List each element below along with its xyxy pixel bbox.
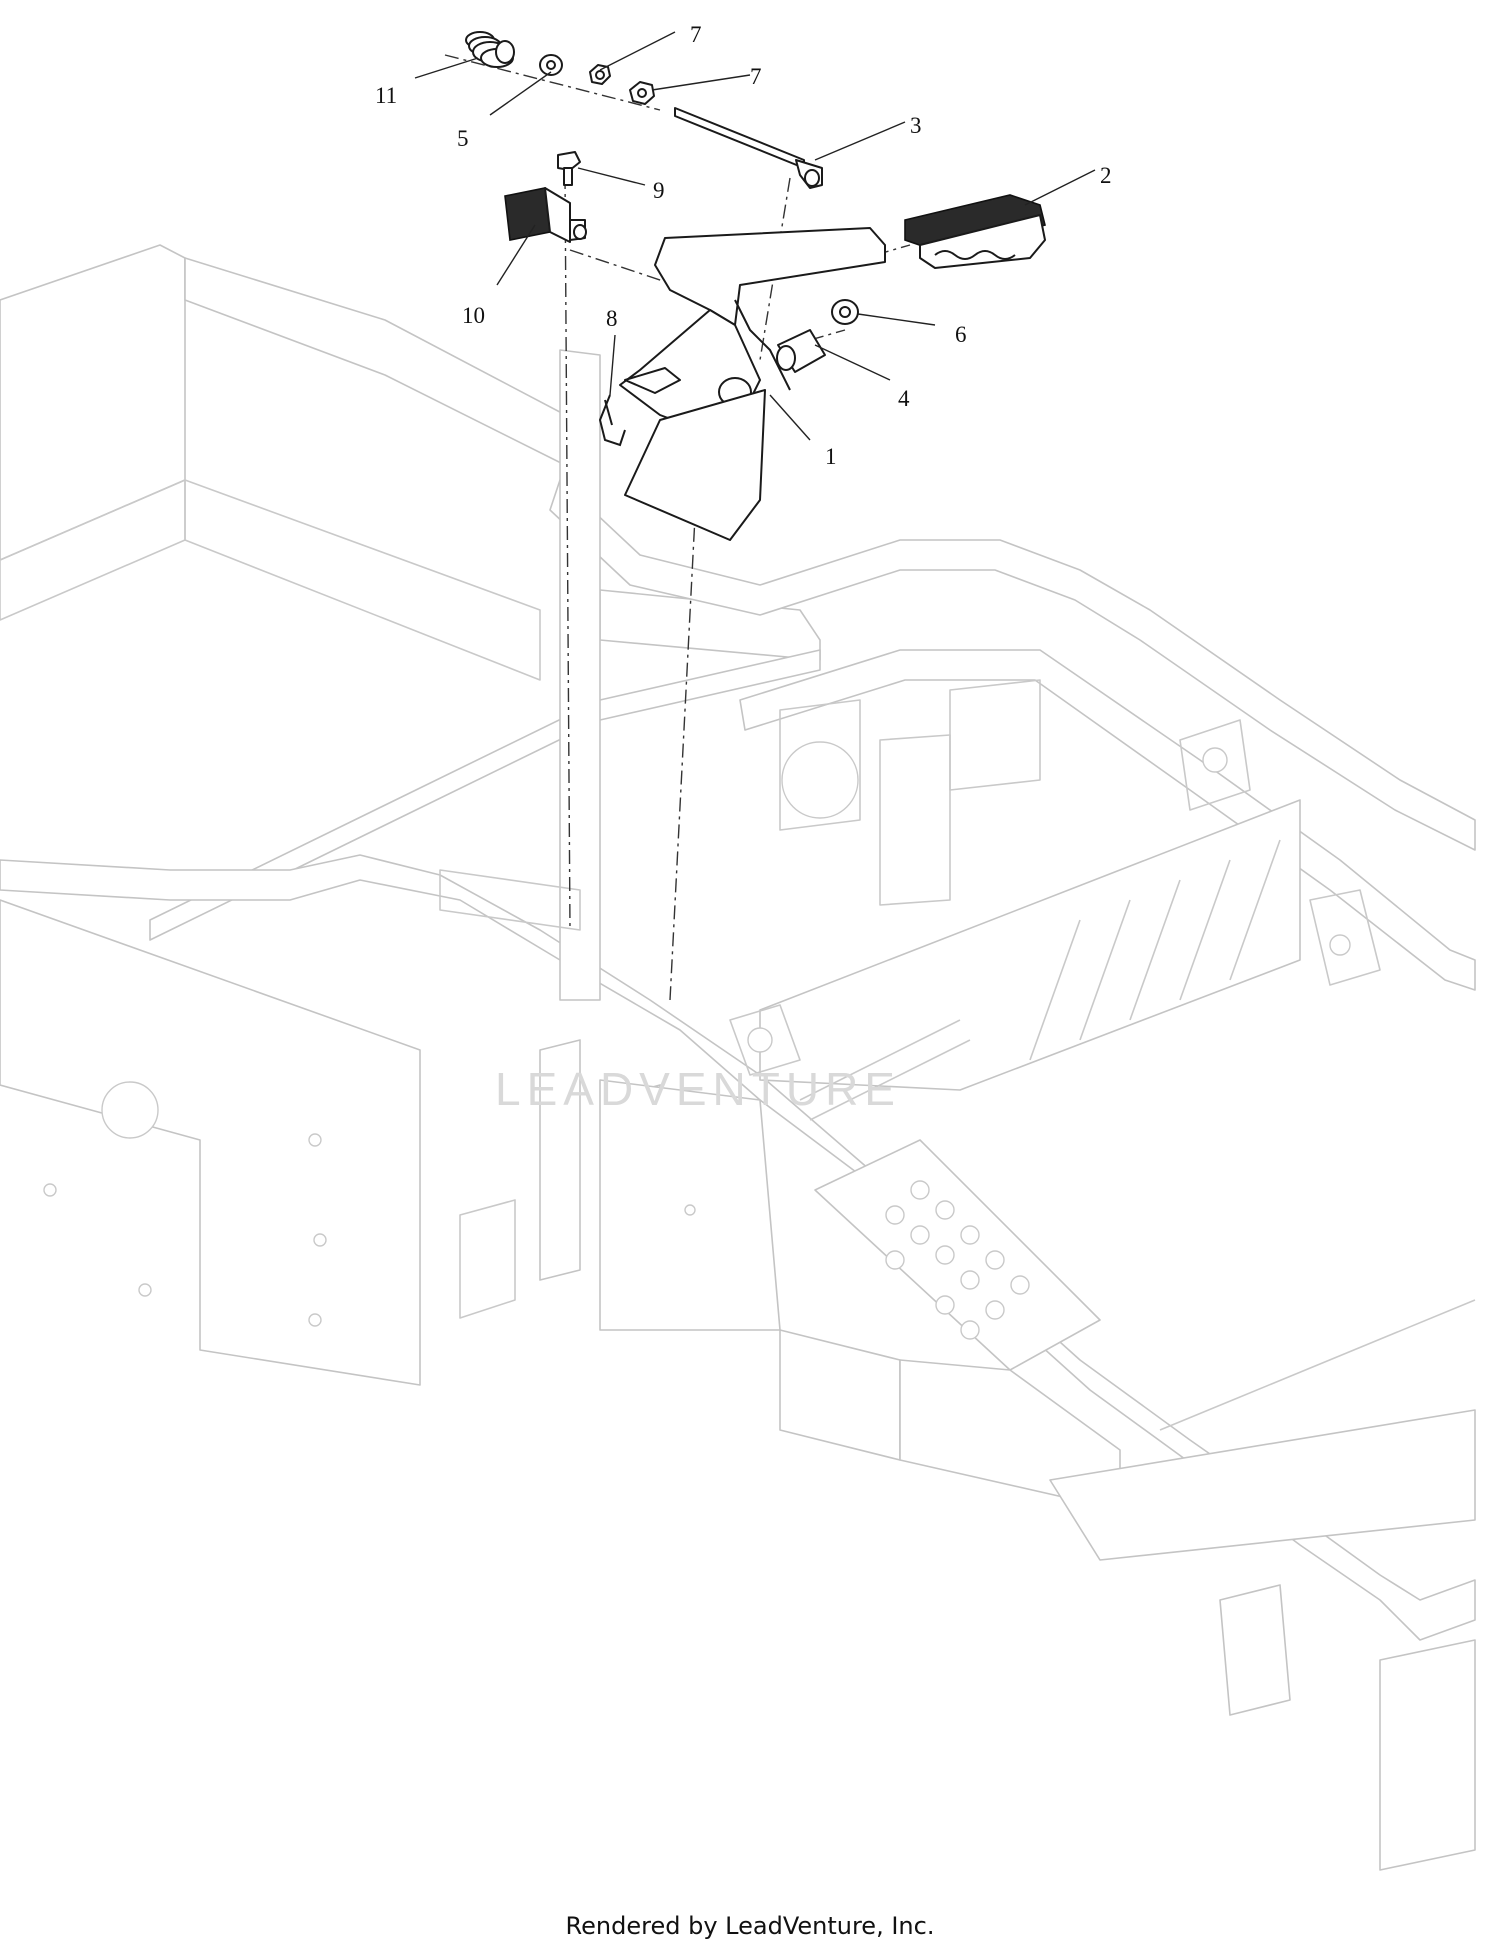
part-11-sensor <box>504 187 587 243</box>
part-8-hairpin <box>598 394 626 447</box>
callout-7b: 7 <box>750 64 762 89</box>
callout-10: 11 <box>375 83 397 108</box>
part-2-pedal-pad <box>904 194 1046 269</box>
part-7-nut-b <box>629 81 655 105</box>
part-9-bolt <box>557 151 581 186</box>
callout-labels: 11 5 7 7 3 2 9 10 8 6 4 1 <box>375 22 1112 469</box>
callout-3: 3 <box>910 113 922 138</box>
part-6-spacer <box>831 299 859 325</box>
callout-1: 1 <box>825 444 837 469</box>
callout-4: 4 <box>898 386 910 411</box>
callout-2: 2 <box>1100 163 1112 188</box>
callout-5: 5 <box>457 126 469 151</box>
part-7-nut-a <box>589 64 611 85</box>
watermark-text: LEADVENTURE <box>495 1063 901 1115</box>
callout-leaders <box>414 31 1096 441</box>
chassis-frame: LEADVENTURE <box>0 244 1476 1871</box>
callout-8: 8 <box>606 306 618 331</box>
callout-6: 6 <box>955 322 967 347</box>
render-credit: Rendered by LeadVenture, Inc. <box>565 1912 935 1940</box>
callout-11: 10 <box>462 303 485 328</box>
part-5-washer <box>539 54 563 76</box>
part-3-pin <box>674 107 823 189</box>
part-1-pedal-arm <box>619 227 886 541</box>
callout-9: 9 <box>653 178 665 203</box>
part-10-spring <box>465 31 515 68</box>
callout-7a: 7 <box>690 22 702 47</box>
part-4-bushing <box>776 329 826 373</box>
